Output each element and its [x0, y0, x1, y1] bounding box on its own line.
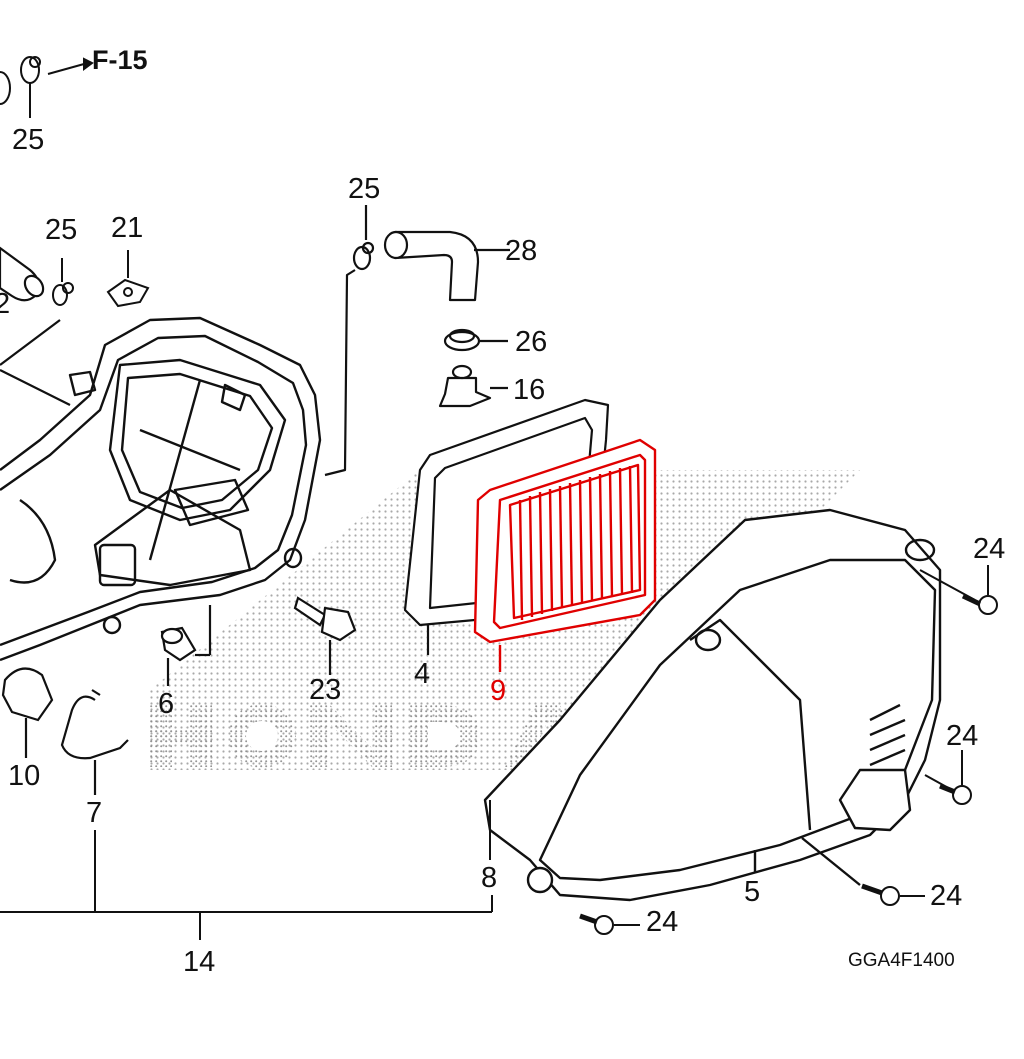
watermark-text: HONDA: [0, 1044, 4, 1045]
callout-21: 21: [111, 212, 144, 244]
parts-diagram: F-15 25 25 25 21 28 26 16 24 24 24 24 2 …: [0, 45, 1006, 978]
assembly-bracket-14: [0, 800, 493, 940]
callout-16: 16: [513, 374, 546, 406]
callout-24-c: 24: [930, 880, 963, 912]
drawing-code: GGA4F1400: [848, 950, 955, 971]
callout-7: 7: [86, 797, 103, 829]
small-fasteners: [160, 596, 357, 686]
breather-assembly: [324, 205, 510, 477]
callout-25-mid: 25: [348, 173, 381, 205]
f15-reference: [0, 56, 94, 118]
callout-2: 2: [0, 288, 11, 320]
callout-25-left: 25: [45, 214, 78, 246]
callout-14: 14: [183, 946, 216, 978]
callout-24-d: 24: [646, 906, 679, 938]
f15-reference-label: F-15: [92, 45, 148, 75]
air-cleaner-case: [0, 316, 322, 662]
callout-4: 4: [414, 658, 431, 690]
seal-and-clamp: [1, 667, 129, 795]
tube-2: [0, 246, 71, 406]
callout-24-a: 24: [973, 533, 1006, 565]
callout-26: 26: [515, 326, 548, 358]
callout-5: 5: [744, 876, 761, 908]
callout-28: 28: [505, 235, 538, 267]
callout-9-highlighted: 9: [490, 675, 507, 707]
screws-24: [579, 565, 998, 935]
callout-10: 10: [8, 760, 41, 792]
callout-25-top: 25: [12, 124, 45, 156]
callout-24-b: 24: [946, 720, 979, 752]
callout-6: 6: [158, 688, 175, 720]
diagram-artwork: [0, 56, 998, 940]
callout-23: 23: [309, 674, 342, 706]
small-clips: [52, 250, 150, 308]
air-filter-element-9: [473, 438, 657, 672]
callout-8: 8: [481, 862, 498, 894]
air-cleaner-cover-5: [483, 508, 942, 902]
